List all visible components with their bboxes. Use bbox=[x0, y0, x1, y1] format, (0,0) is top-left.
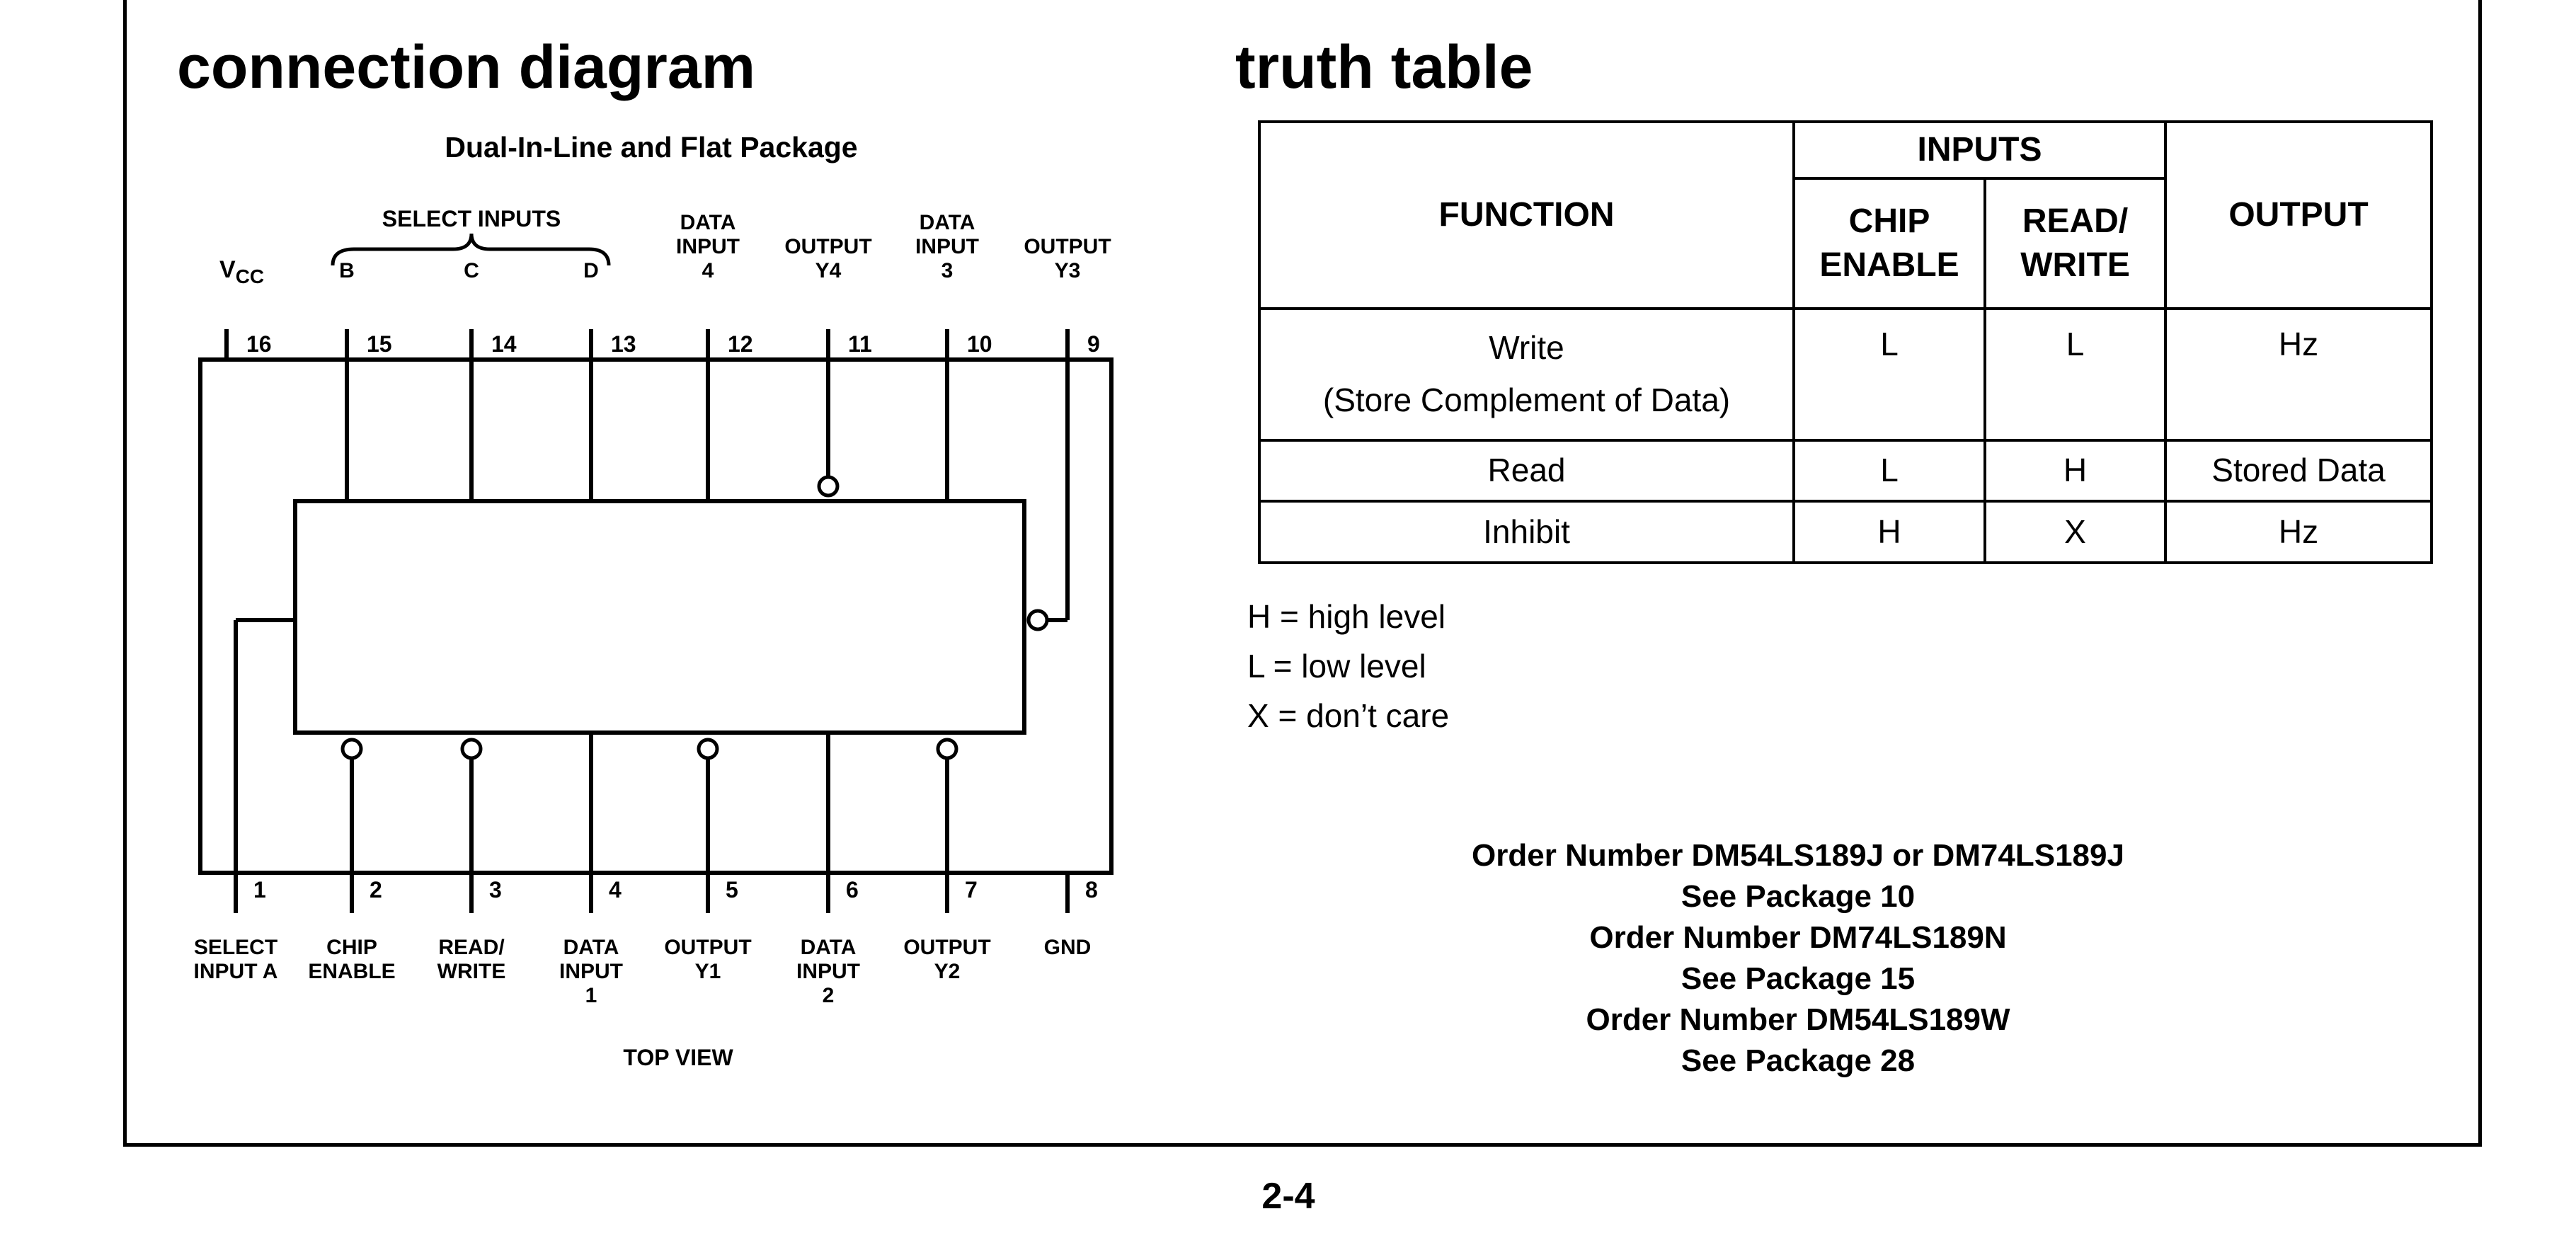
chip-enable-cell: L bbox=[1792, 307, 1986, 442]
pin-number: 1 bbox=[253, 877, 266, 902]
output-cell: Hz bbox=[2164, 307, 2434, 442]
pin-number: 3 bbox=[489, 877, 502, 902]
pin-number: 16 bbox=[246, 331, 272, 357]
pin-label: 4 bbox=[702, 259, 714, 282]
package-outline bbox=[198, 357, 1114, 875]
top-view-label: TOP VIEW bbox=[623, 1045, 733, 1070]
truth-table-heading: truth table bbox=[1235, 33, 1533, 101]
inversion-bubble bbox=[1026, 609, 1049, 631]
inversion-bubble bbox=[817, 475, 840, 498]
table-row: Write (Store Complement of Data) L L Hz bbox=[1258, 307, 2434, 442]
order-line: See Package 15 bbox=[1681, 961, 1916, 996]
function-name: Write bbox=[1489, 329, 1564, 367]
pin-label: INPUT bbox=[796, 960, 860, 983]
function-cell: Read bbox=[1258, 438, 1795, 503]
pin-number: 6 bbox=[846, 877, 859, 902]
pin-label: Y1 bbox=[695, 960, 721, 983]
pin-number: 15 bbox=[367, 331, 392, 357]
table-row: Read L H Stored Data bbox=[1258, 438, 2434, 503]
inversion-bubble bbox=[460, 738, 483, 760]
inversion-bubble bbox=[936, 738, 958, 760]
order-line: See Package 10 bbox=[1681, 879, 1916, 914]
pin-number: 14 bbox=[491, 331, 517, 357]
connection-diagram-heading: connection diagram bbox=[177, 33, 756, 101]
pin-label: Y2 bbox=[934, 960, 961, 983]
function-note: (Store Complement of Data) bbox=[1322, 381, 1731, 418]
pin-label: C bbox=[464, 259, 479, 282]
output-cell: Stored Data bbox=[2164, 438, 2434, 503]
pin-number: 12 bbox=[728, 331, 753, 357]
pin-number: 5 bbox=[726, 877, 738, 902]
pin-number: 4 bbox=[609, 877, 622, 902]
pin-label: WRITE bbox=[437, 960, 506, 983]
pin-label: Y3 bbox=[1055, 259, 1081, 282]
read-write-cell: L bbox=[1983, 307, 2168, 442]
internal-block bbox=[293, 499, 1026, 735]
pin-label: D bbox=[583, 259, 599, 282]
pin-label: SELECT bbox=[194, 936, 277, 959]
order-line: Order Number DM54LS189W bbox=[1586, 1002, 2010, 1037]
order-line: Order Number DM74LS189N bbox=[1589, 920, 2007, 955]
pin-number: 11 bbox=[848, 331, 872, 357]
inversion-bubble bbox=[697, 738, 719, 760]
pin-label: READ/ bbox=[438, 936, 505, 959]
select-inputs-label: SELECT INPUTS bbox=[382, 206, 561, 231]
order-information: Order Number DM54LS189J or DM74LS189J Se… bbox=[1373, 835, 2223, 1082]
pin-label: 3 bbox=[941, 259, 954, 282]
read-write-cell: X bbox=[1983, 500, 2168, 564]
read-write-cell: H bbox=[1983, 438, 2168, 503]
pin-label: INPUT A bbox=[194, 960, 278, 983]
truth-table: FUNCTION INPUTS OUTPUT CHIP ENABLE READ/… bbox=[1258, 120, 2434, 564]
legend-high: H = high level bbox=[1247, 598, 1446, 635]
page-number: 2-4 bbox=[1261, 1176, 1315, 1217]
page-frame bbox=[123, 0, 2482, 1147]
inputs-header: INPUTS bbox=[1792, 120, 2168, 180]
legend-dont-care: X = don’t care bbox=[1247, 697, 1450, 734]
output-cell: Hz bbox=[2164, 500, 2434, 564]
pin-label: OUTPUT bbox=[664, 936, 751, 959]
pin-label: DATA bbox=[563, 936, 619, 959]
pin-label: DATA bbox=[680, 211, 736, 234]
pin-label: OUTPUT bbox=[903, 936, 990, 959]
package-title: Dual-In-Line and Flat Package bbox=[445, 131, 857, 164]
pin-number: 9 bbox=[1087, 331, 1100, 357]
pin-label: Y4 bbox=[815, 259, 842, 282]
pin-number: 2 bbox=[370, 877, 382, 902]
pin-label: 1 bbox=[585, 984, 597, 1007]
function-cell: Inhibit bbox=[1258, 500, 1795, 564]
chip-enable-header: CHIP ENABLE bbox=[1792, 177, 1986, 311]
function-cell: Write (Store Complement of Data) bbox=[1258, 307, 1795, 442]
pin-number: 10 bbox=[967, 331, 992, 357]
pin-label: OUTPUT bbox=[1024, 235, 1111, 258]
pin-label: B bbox=[339, 259, 355, 282]
pin-number: 8 bbox=[1085, 877, 1098, 902]
chip-enable-cell: L bbox=[1792, 438, 1986, 503]
legend-low: L = low level bbox=[1247, 648, 1426, 684]
pin-label: INPUT bbox=[915, 235, 979, 258]
pin-label: INPUT bbox=[676, 235, 740, 258]
read-write-header: READ/ WRITE bbox=[1983, 177, 2168, 311]
chip-enable-cell: H bbox=[1792, 500, 1986, 564]
table-row: Inhibit H X Hz bbox=[1258, 500, 2434, 564]
order-line: See Package 28 bbox=[1681, 1043, 1916, 1078]
output-header: OUTPUT bbox=[2164, 120, 2434, 311]
inversion-bubble bbox=[340, 738, 363, 760]
pin-label: OUTPUT bbox=[784, 235, 871, 258]
pin-label: GND bbox=[1044, 936, 1092, 959]
pin-label: 2 bbox=[823, 984, 835, 1007]
pin-number: 13 bbox=[611, 331, 636, 357]
pin-label: CHIP bbox=[326, 936, 377, 959]
pin-label: DATA bbox=[801, 936, 857, 959]
pin-label: DATA bbox=[920, 211, 975, 234]
select-inputs-brace bbox=[331, 233, 611, 266]
pin-label: ENABLE bbox=[308, 960, 395, 983]
function-header: FUNCTION bbox=[1258, 120, 1795, 311]
order-line: Order Number DM54LS189J or DM74LS189J bbox=[1472, 838, 2124, 873]
pin-label: VCC bbox=[219, 256, 264, 287]
pin-label: INPUT bbox=[559, 960, 623, 983]
pin-number: 7 bbox=[965, 877, 978, 902]
